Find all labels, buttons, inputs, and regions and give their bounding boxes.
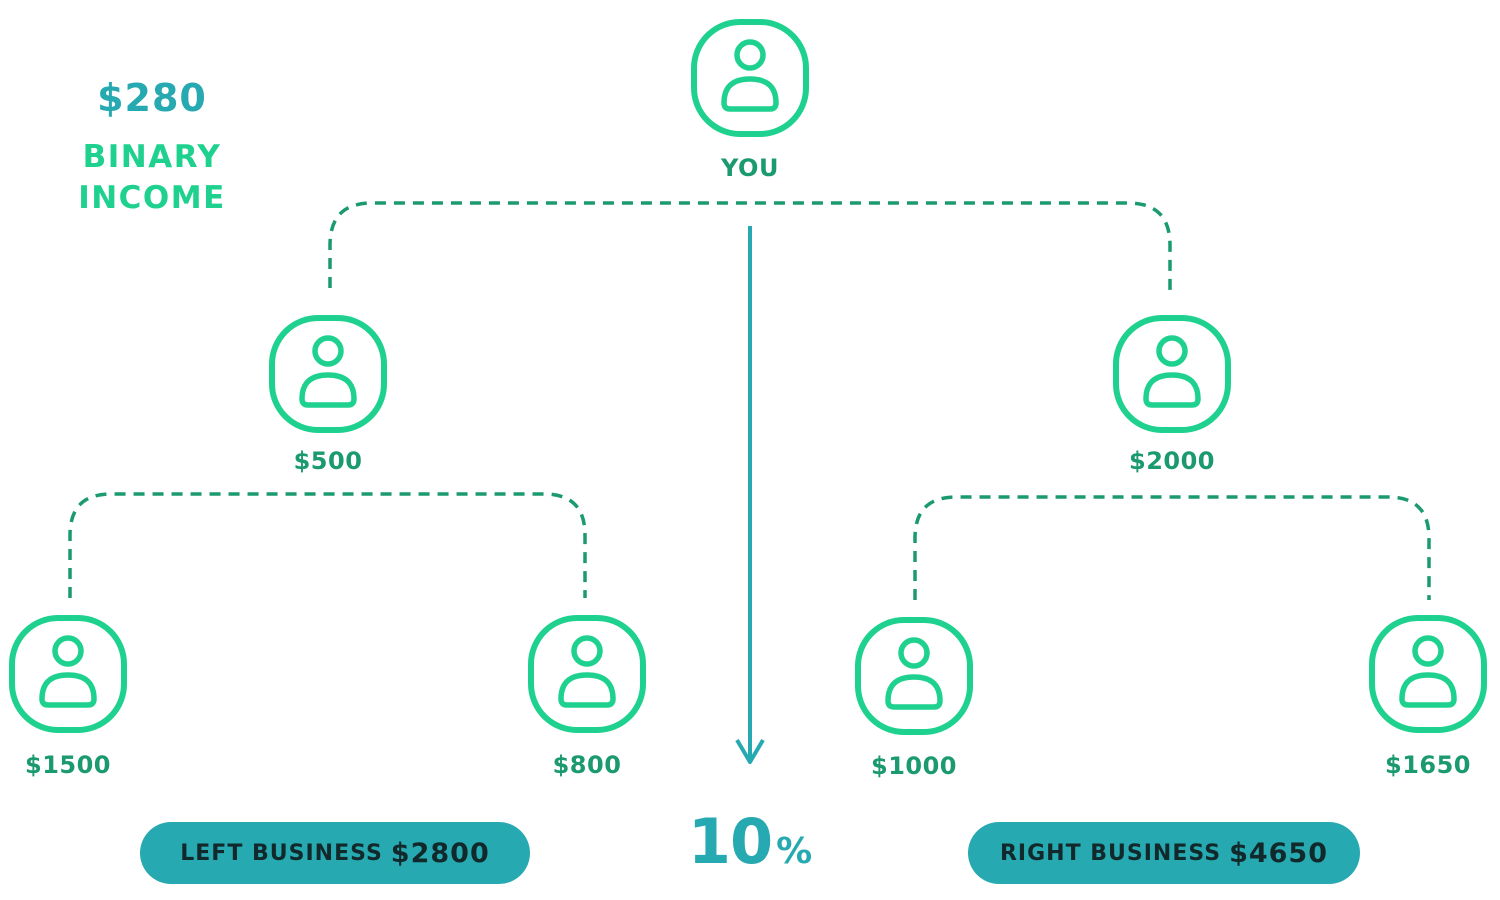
user-icon bbox=[855, 617, 973, 735]
node-left-left[interactable] bbox=[8, 614, 128, 734]
user-icon bbox=[1113, 315, 1231, 433]
connector-left bbox=[68, 492, 587, 598]
node-left-right[interactable] bbox=[527, 614, 647, 734]
binary-income-label-line2: INCOME bbox=[78, 180, 226, 216]
percent-readout: 10% bbox=[650, 805, 850, 878]
node-right[interactable] bbox=[1112, 314, 1232, 434]
percent-symbol: % bbox=[776, 831, 813, 872]
right-business-label: RIGHT BUSINESS bbox=[999, 840, 1222, 866]
node-right-left[interactable] bbox=[854, 616, 974, 736]
left-business-pill: LEFT BUSINESS $2800 bbox=[140, 822, 530, 884]
down-arrow-icon bbox=[735, 226, 765, 764]
user-icon bbox=[691, 19, 809, 137]
binary-income-label: BINARY INCOME bbox=[52, 137, 252, 219]
node-left-label: $500 bbox=[293, 447, 363, 475]
node-you-label: YOU bbox=[721, 154, 779, 182]
binary-income-label-line1: BINARY bbox=[82, 139, 222, 175]
binary-income-amount: $280 bbox=[97, 76, 207, 120]
node-right-left-label: $1000 bbox=[871, 752, 957, 780]
node-right-label: $2000 bbox=[1129, 447, 1215, 475]
node-you[interactable] bbox=[690, 18, 810, 138]
connector-right bbox=[913, 495, 1431, 600]
user-icon bbox=[9, 615, 127, 733]
right-business-pill: RIGHT BUSINESS $4650 bbox=[968, 822, 1360, 884]
connector-root bbox=[328, 201, 1172, 292]
right-business-amount: $4650 bbox=[1229, 837, 1328, 869]
node-left[interactable] bbox=[268, 314, 388, 434]
node-right-right[interactable] bbox=[1368, 614, 1488, 734]
node-left-right-label: $800 bbox=[552, 751, 622, 779]
user-icon bbox=[1369, 615, 1487, 733]
user-icon bbox=[269, 315, 387, 433]
user-icon bbox=[528, 615, 646, 733]
percent-value: 10 bbox=[687, 805, 773, 878]
left-business-amount: $2800 bbox=[390, 837, 490, 869]
left-business-label: LEFT BUSINESS bbox=[180, 840, 383, 866]
node-right-right-label: $1650 bbox=[1385, 751, 1471, 779]
node-left-left-label: $1500 bbox=[25, 751, 111, 779]
